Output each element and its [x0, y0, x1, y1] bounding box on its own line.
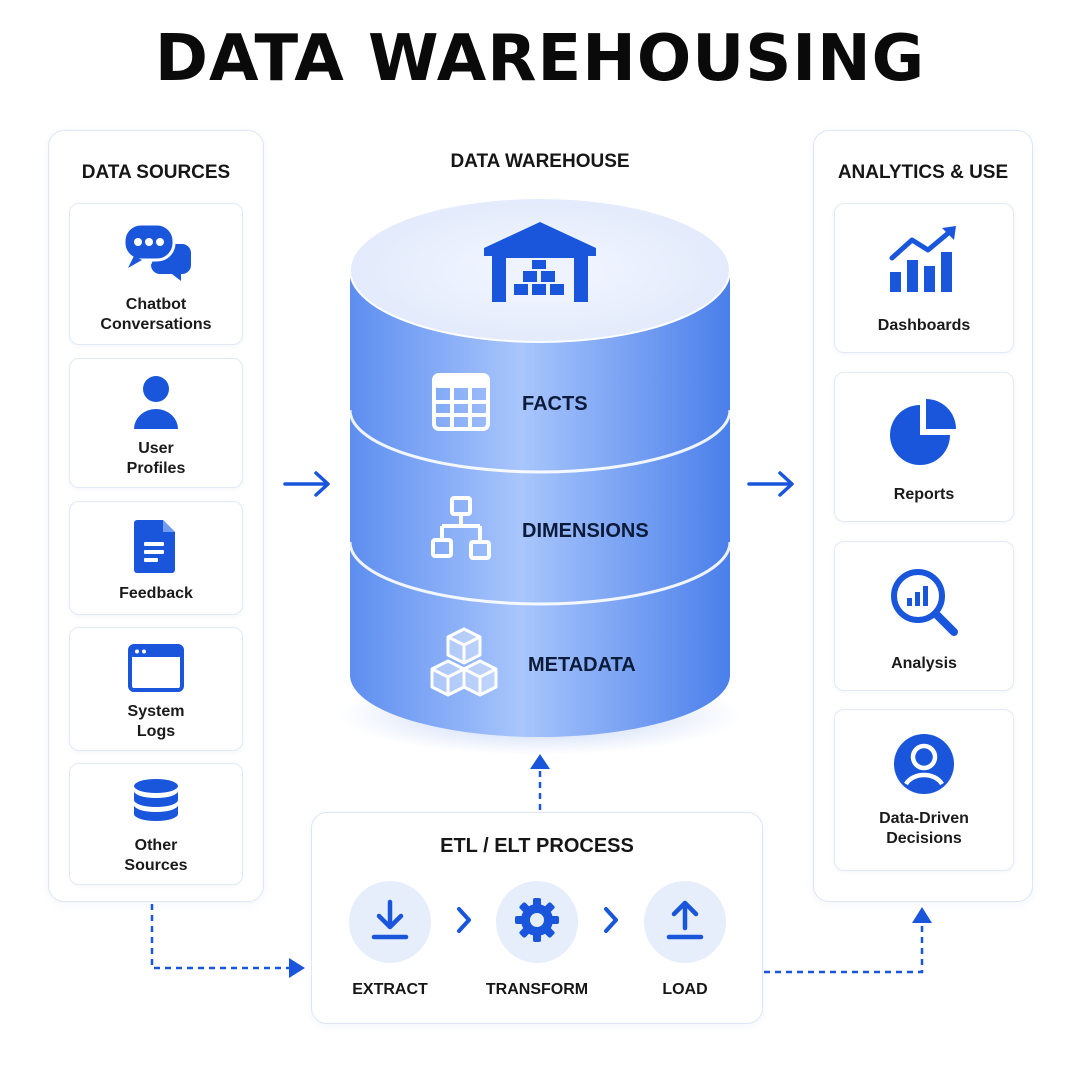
- transform-label: TRANSFORM: [485, 981, 589, 998]
- data-sources-heading: DATA SOURCES: [81, 162, 231, 183]
- table-grid-icon: [430, 371, 492, 438]
- etl-step-load: LOAD: [625, 881, 745, 999]
- hierarchy-icon: [430, 496, 492, 567]
- source-card-system-logs: System Logs: [69, 627, 243, 751]
- arrow-right-icon: [747, 471, 794, 497]
- transform-circle: [496, 881, 578, 963]
- source-label: User Profiles: [126, 440, 186, 477]
- analytics-label: Reports: [893, 486, 955, 503]
- pie-chart-icon: [835, 397, 1013, 469]
- extract-label: EXTRACT: [352, 981, 428, 998]
- user-circle-icon: [835, 732, 1013, 796]
- chat-bubbles-icon: [70, 222, 242, 282]
- analytics-heading: ANALYTICS & USE: [837, 162, 1009, 183]
- diagram-title: DATA WAREHOUSING: [154, 22, 926, 96]
- source-label: System Logs: [127, 703, 185, 740]
- analytics-label: Data-Driven Decisions: [879, 810, 969, 847]
- layer-label-facts: FACTS: [522, 393, 588, 415]
- etl-step-transform: TRANSFORM: [477, 881, 597, 999]
- chevron-right-icon: [601, 905, 621, 940]
- dashed-arrow-up-icon: [530, 754, 550, 810]
- warehouse-layer-metadata: METADATA: [430, 627, 636, 704]
- gear-icon: [513, 896, 561, 949]
- extract-circle: [349, 881, 431, 963]
- dashed-connector-sources-to-etl: [150, 904, 305, 978]
- data-warehouse-heading: DATA WAREHOUSE: [450, 151, 630, 172]
- browser-window-icon: [70, 644, 242, 692]
- analytics-card-dashboards: Dashboards: [834, 203, 1014, 353]
- analytics-card-reports: Reports: [834, 372, 1014, 522]
- layer-label-metadata: METADATA: [528, 654, 636, 676]
- user-icon: [70, 375, 242, 431]
- source-label: Feedback: [119, 585, 193, 602]
- warehouse-layer-facts: FACTS: [430, 371, 588, 438]
- load-label: LOAD: [662, 981, 708, 998]
- magnifier-chart-icon: [835, 566, 1013, 638]
- etl-heading: ETL / ELT PROCESS: [440, 835, 634, 857]
- data-sources-panel: DATA SOURCES Chatbot Conversations User …: [48, 130, 264, 902]
- arrow-right-icon: [283, 471, 330, 497]
- source-label: Chatbot Conversations: [100, 296, 212, 333]
- warehouse-layer-dimensions: DIMENSIONS: [430, 496, 649, 567]
- source-card-other-sources: Other Sources: [69, 763, 243, 885]
- document-icon: [70, 518, 242, 574]
- etl-process-panel: ETL / ELT PROCESS EXTRACT: [311, 812, 763, 1024]
- bar-chart-trend-icon: [835, 224, 1013, 296]
- analytics-label: Dashboards: [877, 317, 971, 334]
- analytics-card-decisions: Data-Driven Decisions: [834, 709, 1014, 871]
- load-circle: [644, 881, 726, 963]
- source-card-chatbot: Chatbot Conversations: [69, 203, 243, 345]
- warehouse-icon: [480, 218, 600, 309]
- etl-step-extract: EXTRACT: [330, 881, 450, 999]
- analytics-card-analysis: Analysis: [834, 541, 1014, 691]
- analytics-panel: ANALYTICS & USE Dashboards Reports: [813, 130, 1033, 902]
- chevron-right-icon: [454, 905, 474, 940]
- download-icon: [370, 898, 410, 947]
- source-label: Other Sources: [124, 837, 188, 874]
- analytics-label: Analysis: [891, 655, 957, 672]
- cubes-icon: [430, 627, 498, 704]
- source-card-user-profiles: User Profiles: [69, 358, 243, 488]
- database-icon: [70, 778, 242, 828]
- layer-label-dimensions: DIMENSIONS: [522, 520, 649, 542]
- source-card-feedback: Feedback: [69, 501, 243, 615]
- dashed-connector-etl-to-analytics: [764, 907, 932, 974]
- upload-icon: [665, 898, 705, 947]
